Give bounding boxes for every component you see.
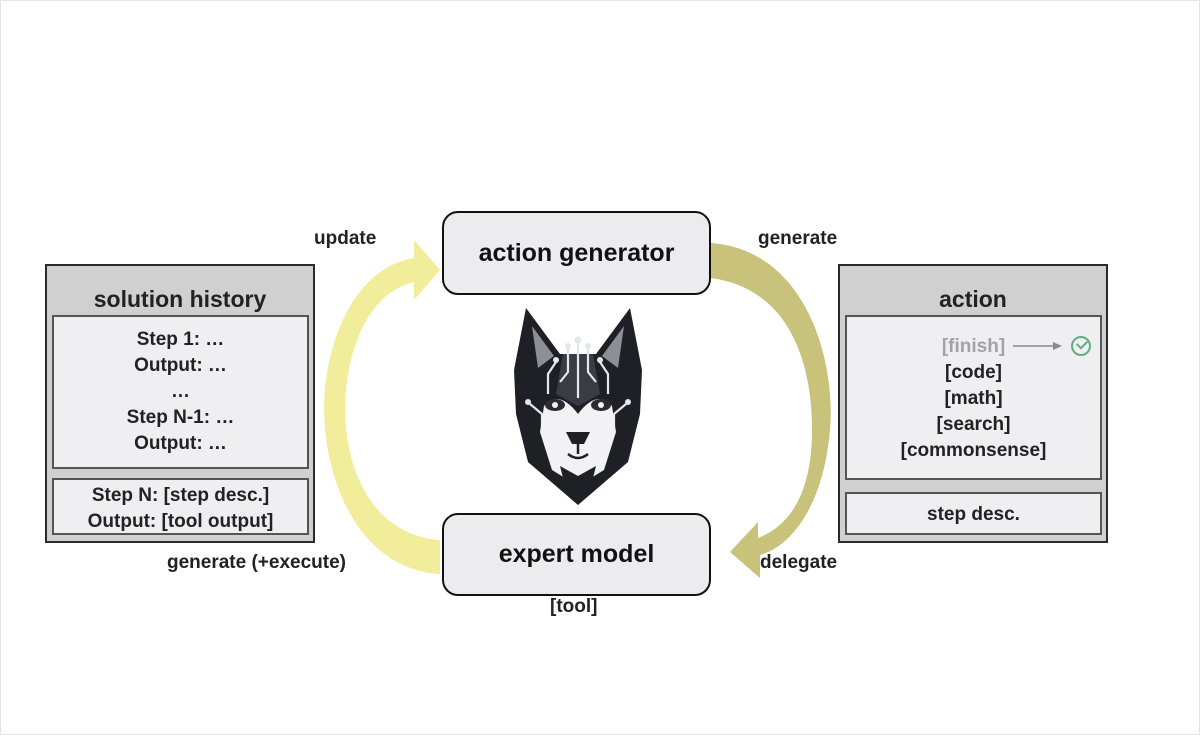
history-output: Output: … <box>134 355 227 376</box>
action-generator-label: action generator <box>478 238 675 267</box>
step-desc-box: step desc. <box>845 492 1102 535</box>
current-step: Step N: [step desc.] <box>91 485 270 506</box>
solution-history-title: solution history <box>93 286 267 312</box>
delegate-arrow <box>711 243 831 578</box>
history-step: Step N-1: … <box>126 407 235 428</box>
step-desc: step desc. <box>927 504 1020 525</box>
history-output: Output: … <box>134 433 227 454</box>
delegate-label: delegate <box>760 552 838 573</box>
history-steps-box: Step 1: … Output: … … Step N-1: … Output… <box>52 315 309 469</box>
husky-circuit-logo <box>514 308 642 505</box>
action-title: action <box>939 286 1007 312</box>
action-option: [math] <box>944 388 1003 409</box>
action-generator-node: action generator <box>442 211 711 295</box>
action-option: [commonsense] <box>900 440 1047 461</box>
generate-execute-label: generate (+execute) <box>167 552 346 573</box>
history-ellipsis: … <box>171 381 190 402</box>
history-step: Step 1: … <box>136 329 225 350</box>
expert-model-node: expert model <box>442 513 711 596</box>
expert-model-label: expert model <box>498 540 655 568</box>
tool-label: [tool] <box>550 596 598 617</box>
action-options-box: [finish] [code] [math] [search] [commons… <box>845 315 1102 480</box>
update-label: update <box>314 228 377 249</box>
action-finish: [finish] <box>941 336 1006 357</box>
action-option: [search] <box>936 414 1011 435</box>
current-step-box: Step N: [step desc.] Output: [tool outpu… <box>52 478 309 535</box>
generate-label: generate <box>758 228 838 249</box>
action-option: [code] <box>945 362 1002 383</box>
solution-history-panel: solution history Step 1: … Output: … … S… <box>45 264 315 543</box>
current-output: Output: [tool output] <box>87 511 274 532</box>
check-circle-icon <box>1071 336 1091 356</box>
update-arrow <box>324 240 440 574</box>
action-panel: action [finish] [code] [math] [search] [… <box>838 264 1108 543</box>
